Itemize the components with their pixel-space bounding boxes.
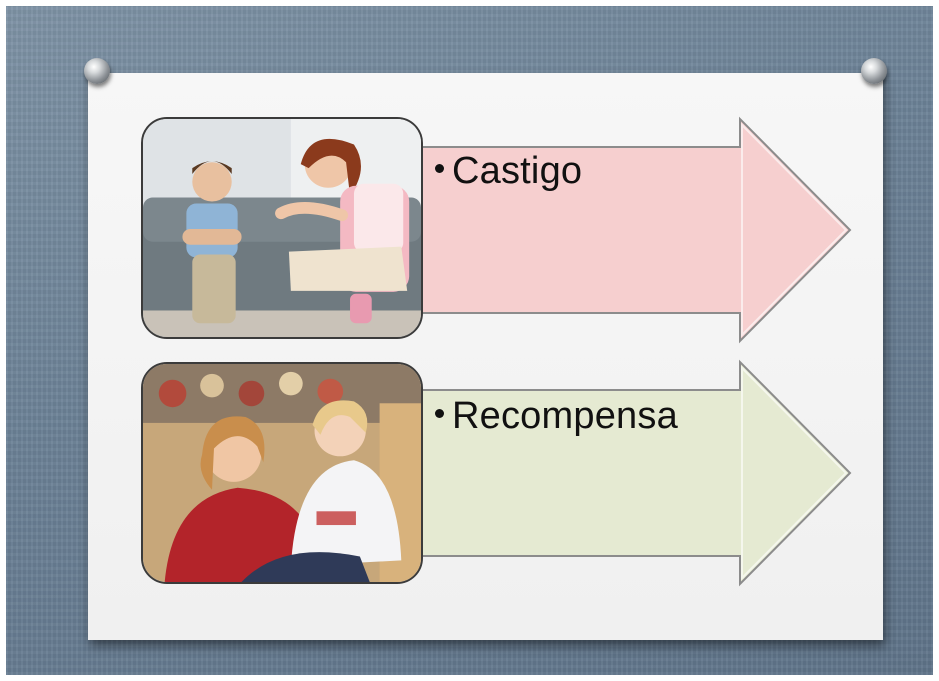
bullet-dot [435, 409, 444, 419]
recompensa-text: Recompensa [452, 395, 678, 437]
pushpin-left-icon [84, 58, 110, 92]
castigo-arrow-shape [419, 116, 852, 344]
recompensa-label: Recompensa [435, 395, 678, 438]
castigo-label: Castigo [435, 150, 582, 193]
slide-card: Castigo [88, 73, 883, 640]
smiling-mother-child-photo-icon [143, 364, 421, 582]
castigo-photo [141, 117, 423, 339]
recompensa-arrow-shape [419, 359, 852, 587]
bullet-dot [435, 164, 444, 174]
pushpin-right-icon [861, 58, 887, 92]
scolding-mother-photo-icon [143, 119, 421, 337]
recompensa-photo [141, 362, 423, 584]
castigo-text: Castigo [452, 150, 583, 192]
